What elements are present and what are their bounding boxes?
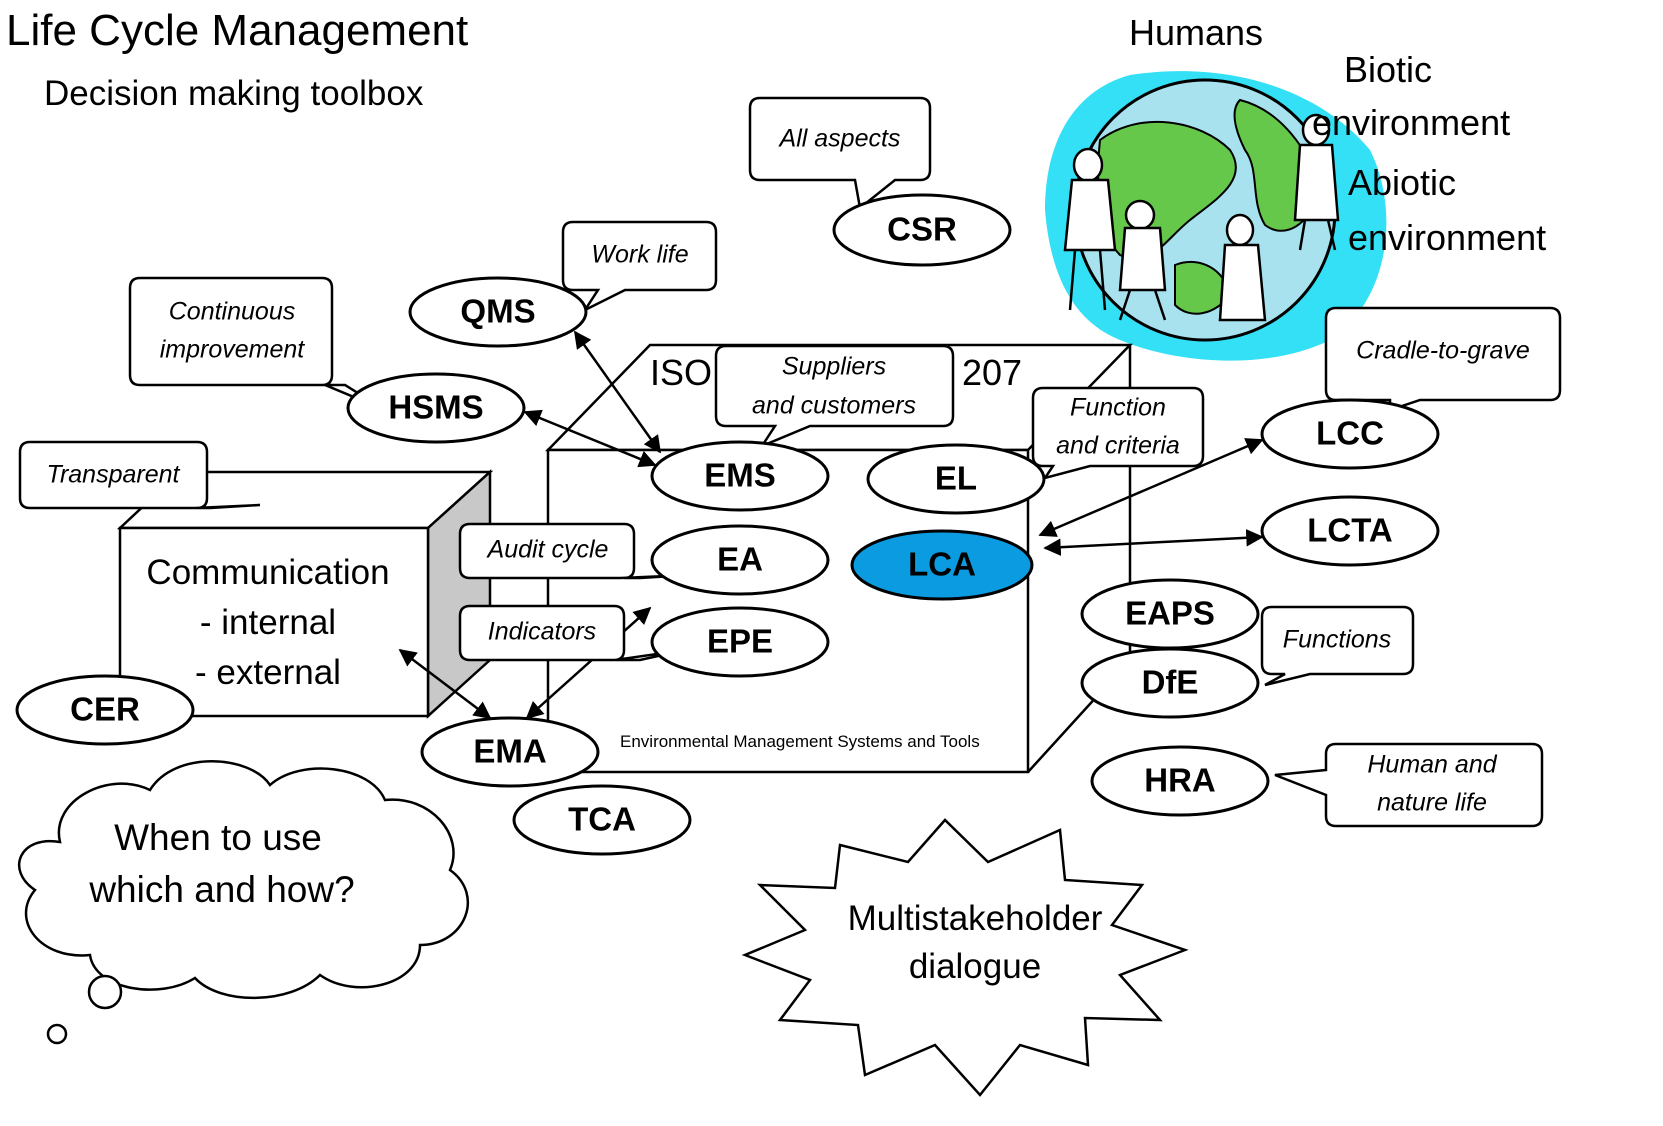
arrow-lca-lcc xyxy=(1038,438,1264,537)
callout-all-aspects: All aspects xyxy=(748,96,932,211)
callout-transparent: Transparent xyxy=(18,440,261,510)
node-hsms[interactable]: HSMS xyxy=(346,372,526,444)
node-lcta[interactable]: LCTA xyxy=(1260,495,1440,567)
iso-number-label: 207 xyxy=(962,352,1022,393)
node-ems-label: EMS xyxy=(704,457,776,494)
node-eaps-label: EAPS xyxy=(1125,595,1215,632)
thought-bubble-small xyxy=(46,1023,68,1045)
node-csr-label: CSR xyxy=(887,211,957,248)
callout-audit-cycle: Audit cycle xyxy=(458,522,691,580)
node-csr[interactable]: CSR xyxy=(832,193,1012,267)
callout-function-text-1: Function xyxy=(1070,394,1166,422)
globe-illustration xyxy=(1045,71,1387,361)
node-dfe[interactable]: DfE xyxy=(1080,647,1260,719)
burst-line2: dialogue xyxy=(909,947,1041,986)
callout-suppliers-text-2: and customers xyxy=(752,392,916,420)
starburst xyxy=(741,818,1189,1097)
communication-box xyxy=(116,469,494,719)
node-dfe-label: DfE xyxy=(1142,664,1199,701)
node-hra[interactable]: HRA xyxy=(1090,745,1270,817)
node-eaps[interactable]: EAPS xyxy=(1080,578,1260,650)
humans-label: Humans xyxy=(1129,12,1263,53)
node-hsms-label: HSMS xyxy=(388,389,483,426)
biotic-label: Biotic xyxy=(1344,49,1432,90)
node-lca[interactable]: LCA xyxy=(850,529,1034,601)
callout-continuous-text-1: Continuous xyxy=(169,298,295,326)
node-ems[interactable]: EMS xyxy=(650,440,830,512)
node-cer[interactable]: CER xyxy=(15,674,195,746)
thought-cloud xyxy=(17,760,470,1045)
node-lcc[interactable]: LCC xyxy=(1260,398,1440,470)
node-qms-label: QMS xyxy=(460,293,535,330)
thought-bubble-large xyxy=(87,974,123,1010)
node-ema-label: EMA xyxy=(473,733,546,770)
callout-cradle-to-grave: Cradle-to-grave xyxy=(1324,306,1562,412)
thought-line1: When to use xyxy=(114,817,322,858)
communication-line2: - internal xyxy=(200,603,336,642)
abiotic-environment-label: environment xyxy=(1348,217,1546,258)
node-qms[interactable]: QMS xyxy=(408,276,588,348)
callout-cradle-text: Cradle-to-grave xyxy=(1356,337,1530,365)
node-ea-label: EA xyxy=(717,541,763,578)
node-hra-label: HRA xyxy=(1144,762,1216,799)
node-epe-label: EPE xyxy=(707,623,773,660)
callout-functions-text: Functions xyxy=(1283,626,1391,654)
node-cer-label: CER xyxy=(70,691,140,728)
node-el-label: EL xyxy=(935,460,977,497)
callout-suppliers-text-1: Suppliers xyxy=(782,353,886,381)
iso-label: ISO xyxy=(650,352,712,393)
page-subtitle: Decision making toolbox xyxy=(44,74,424,113)
callout-human-nature: Human and nature life xyxy=(1274,742,1544,828)
abiotic-label: Abiotic xyxy=(1348,162,1456,203)
node-lcc-label: LCC xyxy=(1316,415,1384,452)
callout-work-life: Work life xyxy=(561,220,718,314)
arrow-hsms-ems xyxy=(523,409,657,468)
communication-line3: - external xyxy=(195,653,341,692)
page-title: Life Cycle Management xyxy=(6,6,468,55)
callout-function-text-2: and criteria xyxy=(1056,432,1180,460)
node-lcta-label: LCTA xyxy=(1307,512,1393,549)
burst-line1: Multistakeholder xyxy=(848,899,1103,938)
callout-indicators-text: Indicators xyxy=(488,618,596,646)
callout-functions: Functions xyxy=(1260,605,1415,687)
cube-caption: Environmental Management Systems and Too… xyxy=(620,732,980,751)
node-epe[interactable]: EPE xyxy=(650,606,830,678)
arrow-lca-lcta xyxy=(1043,529,1264,556)
biotic-environment-label: environment xyxy=(1312,102,1510,143)
callout-function-criteria: Function and criteria xyxy=(1031,386,1205,481)
callout-all-aspects-text: All aspects xyxy=(778,125,901,153)
callout-transparent-text: Transparent xyxy=(47,461,181,489)
callout-continuous-improvement: Continuous improvement xyxy=(128,276,386,412)
node-el[interactable]: EL xyxy=(866,443,1046,515)
callout-audit-text: Audit cycle xyxy=(486,536,609,564)
communication-line1: Communication xyxy=(146,553,389,592)
arrow-communication-ema xyxy=(398,648,492,720)
arrow-ema-epe xyxy=(525,606,652,720)
connectors xyxy=(398,330,1264,720)
thought-line2: which and how? xyxy=(88,869,354,910)
callout-work-life-text: Work life xyxy=(591,241,688,269)
node-lca-label: LCA xyxy=(908,546,976,583)
callout-suppliers-customers: Suppliers and customers xyxy=(714,344,955,449)
node-ea[interactable]: EA xyxy=(650,524,830,596)
people-icon xyxy=(1063,113,1340,322)
callout-human-text-2: nature life xyxy=(1377,789,1487,817)
node-tca[interactable]: TCA xyxy=(512,784,692,856)
callout-continuous-text-2: improvement xyxy=(160,336,306,364)
node-ema[interactable]: EMA xyxy=(420,716,600,788)
node-tca-label: TCA xyxy=(568,801,636,838)
callout-human-text-1: Human and xyxy=(1367,751,1497,779)
